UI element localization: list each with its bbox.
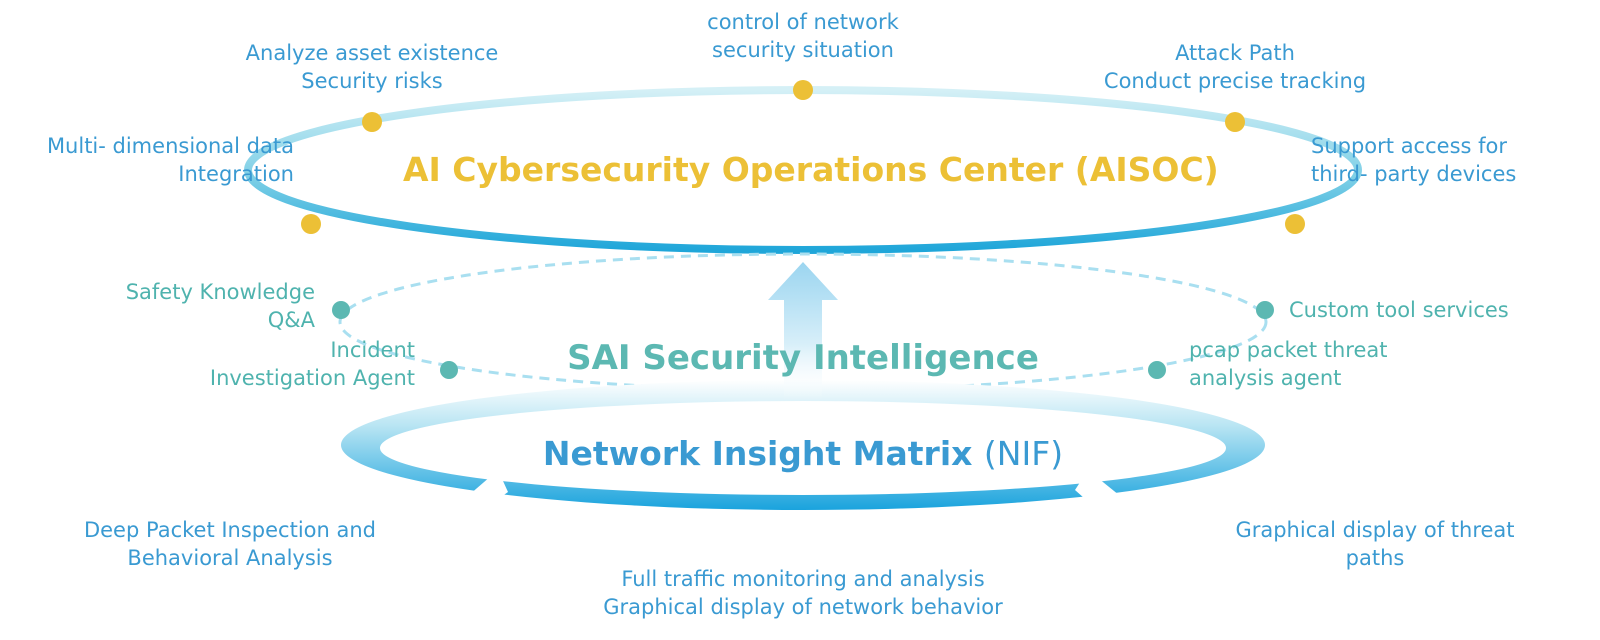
aisoc-node-asset [362,112,382,132]
nif-title-main: Network Insight Matrix [542,434,973,473]
aisoc-label-asset: Analyze asset existence Security risks [245,41,499,93]
aisoc-label-control: control of network security situation [707,10,899,62]
sai-label-knowledge: Safety Knowledge Q&A [125,280,315,332]
nif-title-suffix: (NIF) [983,434,1064,473]
aisoc-node-attack [1225,112,1245,132]
aisoc-node-data [301,214,321,234]
sai-label-tools: Custom tool services [1289,298,1509,322]
aisoc-node-access [1285,214,1305,234]
aisoc-title: AI Cybersecurity Operations Center (AISO… [403,150,1219,189]
nif-label-dpi: Deep Packet Inspection and Behavioral An… [83,518,377,570]
sai-node-pcap [1148,361,1166,379]
aisoc-node-control [793,80,813,100]
nif-label-traffic: Full traffic monitoring and analysis Gra… [603,567,1003,619]
nif-title: Network Insight Matrix (NIF) [453,434,1153,473]
aisoc-label-data: Multi- dimensional data Integration [46,134,294,186]
sai-title: SAI Security Intelligence [567,338,1039,378]
sai-label-pcap: pcap packet threat analysis agent [1189,338,1388,390]
nif-label-threat: Graphical display of threat paths [1235,518,1515,570]
upward-arrow [768,262,838,400]
sai-node-knowledge [332,301,350,319]
sai-label-incident: Incident Investigation Agent [209,338,415,390]
sai-node-incident [440,361,458,379]
sai-node-tools [1256,301,1274,319]
aisoc-label-attack: Attack Path Conduct precise tracking [1103,41,1367,93]
aisoc-label-access: Support access for third- party devices [1311,134,1517,186]
